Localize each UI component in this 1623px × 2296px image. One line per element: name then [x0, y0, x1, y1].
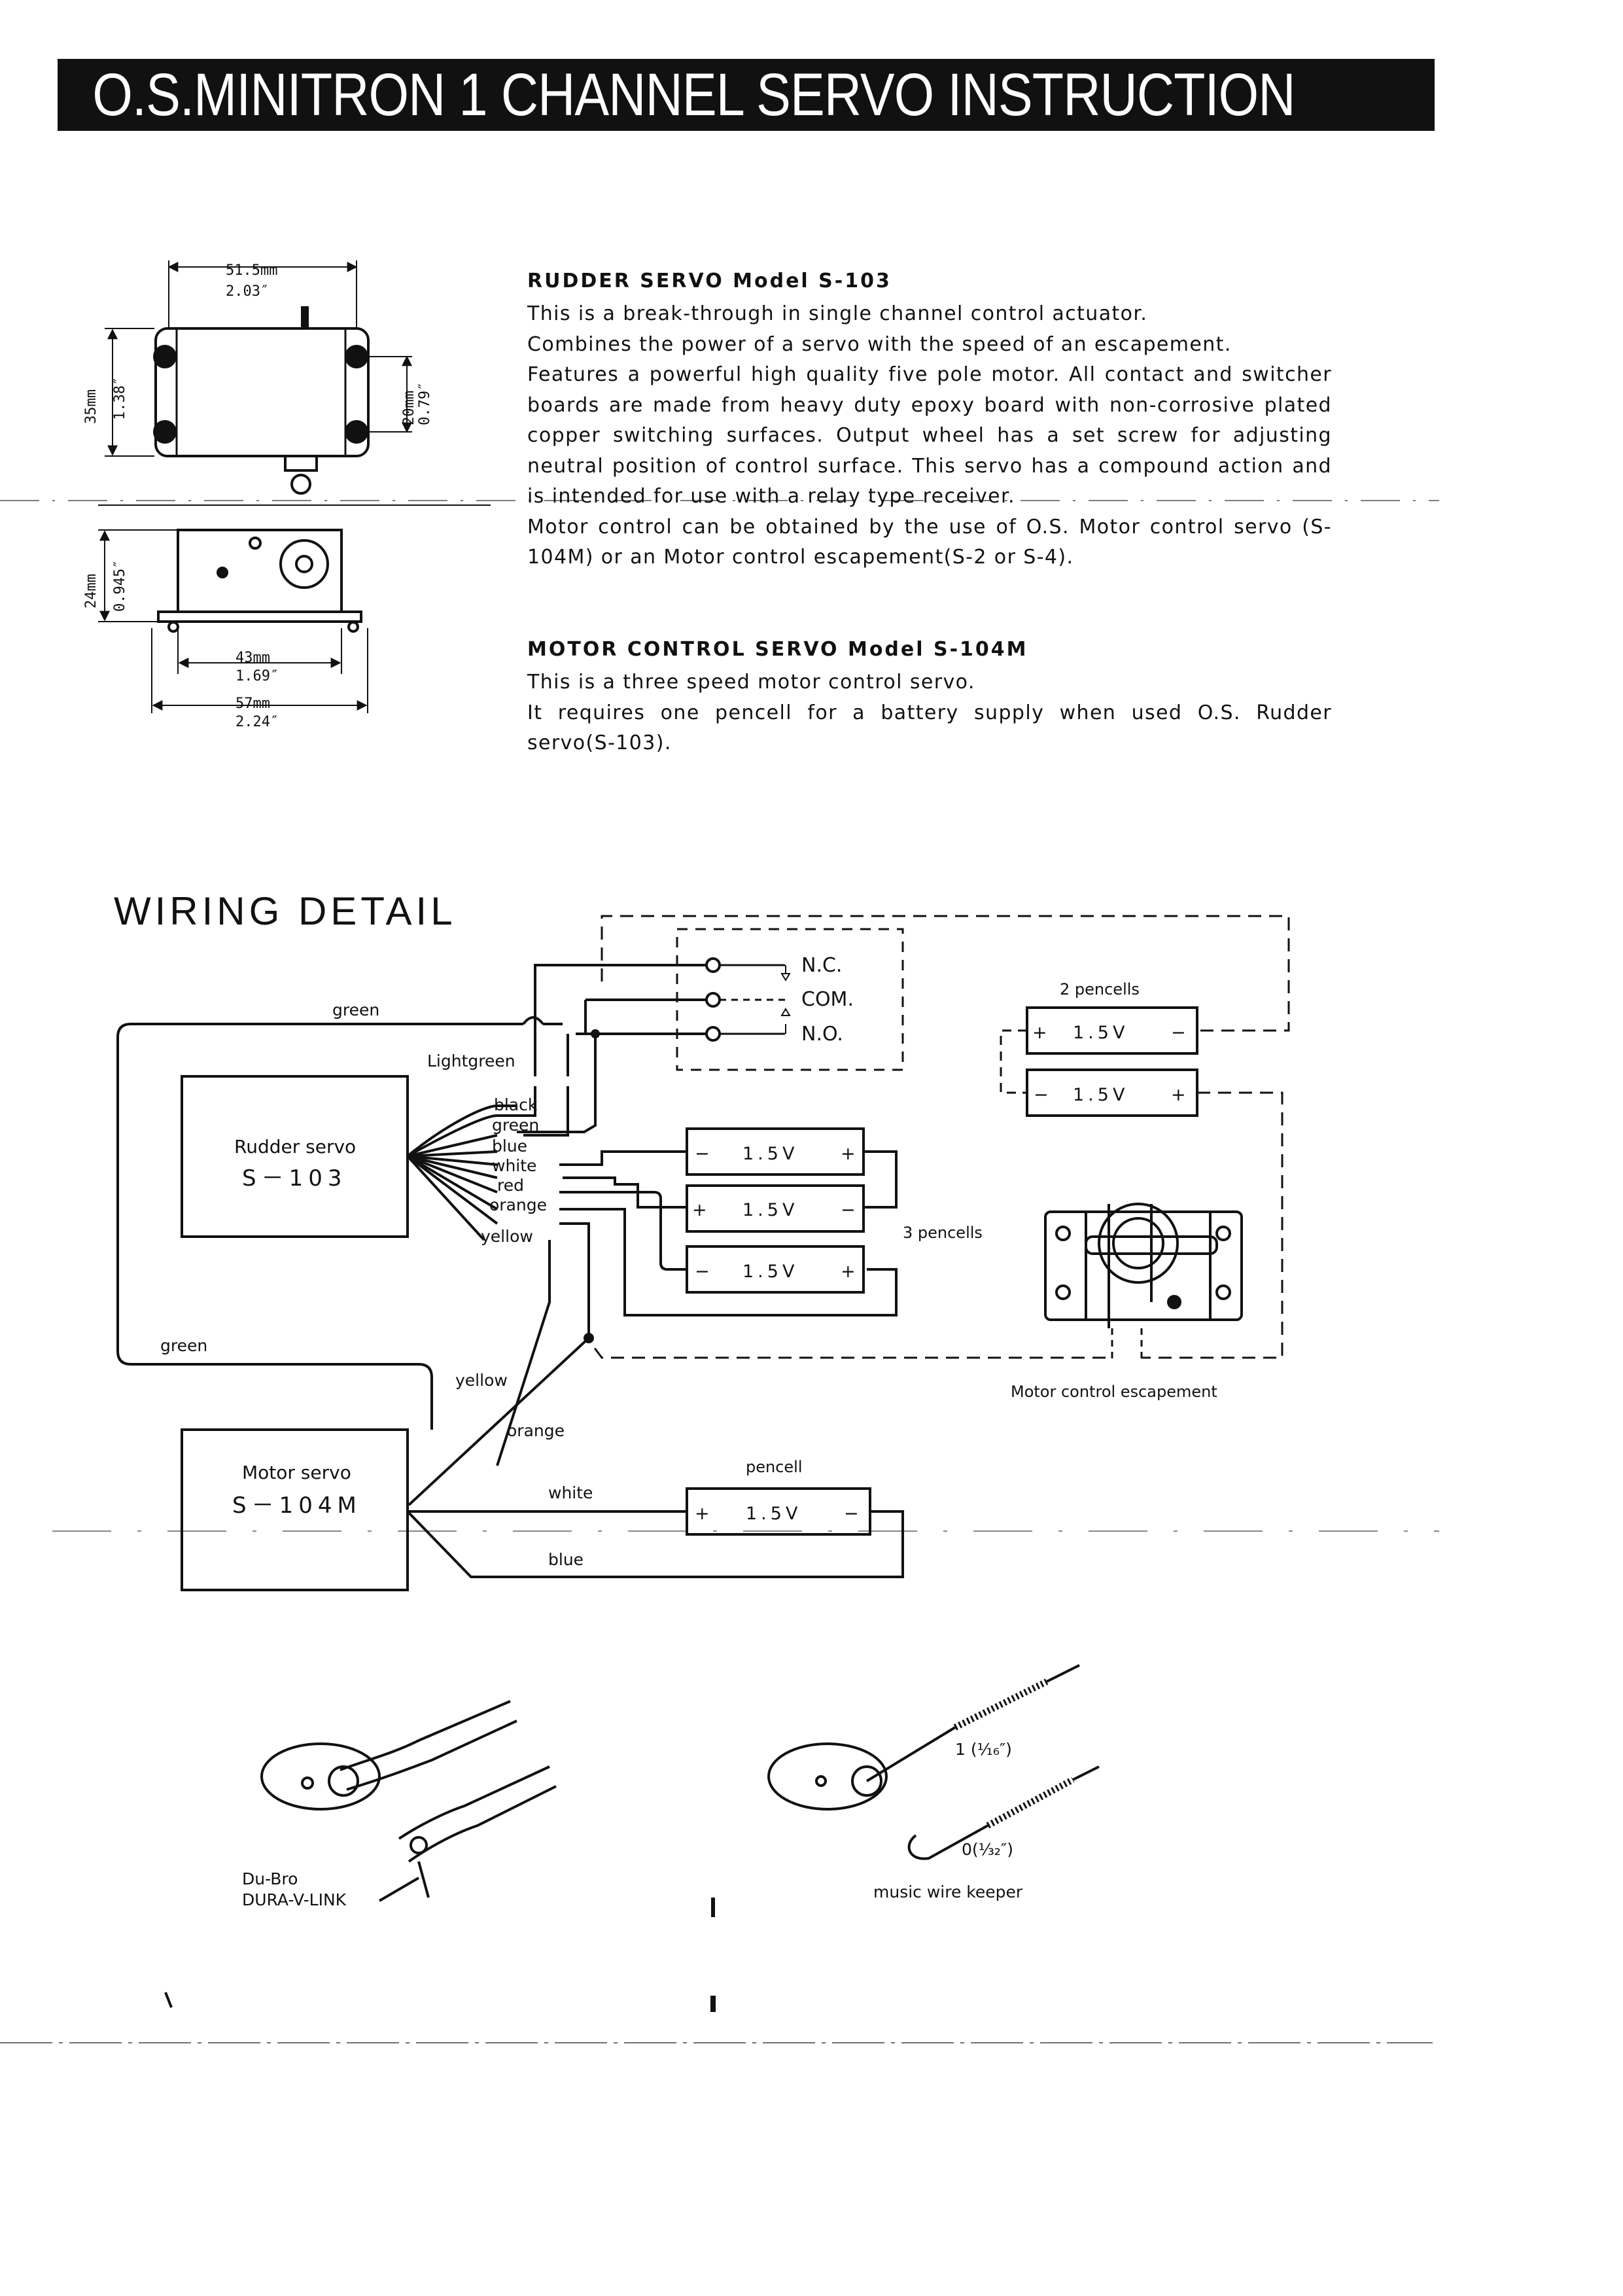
svg-text:−: − [695, 1144, 714, 1164]
svg-text:−: − [841, 1200, 860, 1220]
svg-text:+: + [841, 1144, 860, 1164]
dim-width-mm: 51.5mm [226, 262, 277, 279]
cell-voltage: 1.5V [1073, 1023, 1128, 1043]
wire-orange: orange [489, 1195, 547, 1214]
cell-3-3: − 1.5V + [695, 1262, 860, 1282]
servo-top-view [105, 260, 412, 495]
two-pencells-label: 2 pencells [1060, 980, 1140, 998]
dubro-link-drawing [260, 1700, 557, 1902]
pencell-label: pencell [746, 1458, 803, 1476]
relay-com: COM. [801, 988, 854, 1011]
motor-heading: MOTOR CONTROL SERVO Model S-104M [527, 638, 1028, 661]
cell-voltage: 1.5V [742, 1200, 798, 1220]
cell-motor: + 1.5V − [695, 1504, 863, 1524]
wire-yellow-mid: yellow [455, 1371, 508, 1390]
rudder-body: This is a break-through in single channe… [527, 302, 1332, 569]
dim-base-mm: 43mm [236, 650, 270, 666]
dim-height-in: 1.38″ [112, 377, 128, 420]
svg-text:+: + [841, 1262, 860, 1282]
escapement-cell-2 [1026, 1069, 1198, 1117]
dim-total-in: 2.24″ [236, 714, 279, 730]
wiring-diagram [116, 915, 1290, 1591]
cell-3-1: − 1.5V + [695, 1144, 860, 1164]
motor-servo-box [181, 1428, 409, 1591]
cell-3-2: + 1.5V − [692, 1200, 860, 1220]
escapement-drawing [1044, 1203, 1243, 1328]
dim-mount-in: 0.79″ [417, 382, 433, 425]
dim-side-mm: 24mm [83, 574, 99, 609]
wire-green-left: green [160, 1336, 207, 1355]
motor-section: MOTOR CONTROL SERVO Model S-104M This is… [527, 638, 1332, 759]
motor-servo-label: Motor servo [242, 1462, 351, 1483]
dim-mount-mm: 20mm [401, 391, 417, 425]
svg-text:−: − [695, 1262, 714, 1282]
servo-side-view [98, 504, 491, 713]
dim-total-mm: 57mm [236, 696, 270, 712]
motor-servo-model: S－104M [232, 1492, 362, 1519]
svg-text:+: + [692, 1200, 711, 1220]
rudder-servo-label: Rudder servo [234, 1136, 356, 1157]
escapement-label: Motor control escapement [1011, 1383, 1217, 1401]
motor-body: This is a three speed motor control serv… [527, 671, 1332, 754]
wire-green-top: green [332, 1000, 379, 1019]
dim-width-in: 2.03″ [226, 283, 269, 300]
page-title: O.S.MINITRON 1 CHANNEL SERVO INSTRUCTION [92, 61, 1295, 128]
dim-base-in: 1.69″ [236, 668, 279, 684]
music-wire-keeper-drawing [767, 1664, 1100, 1860]
svg-text:−: − [844, 1504, 863, 1524]
wire-orange-mid: orange [507, 1421, 565, 1440]
svg-text:+: + [1171, 1085, 1190, 1105]
dubro-link-label: DURA-V-LINK [242, 1890, 347, 1909]
wire-black: black [494, 1095, 538, 1114]
three-pencells-label: 3 pencells [903, 1224, 983, 1242]
motor-cell [686, 1487, 871, 1536]
wire-white: white [492, 1156, 536, 1175]
keeper-size-1: 1 (⅟₁₆″) [955, 1740, 1012, 1759]
keeper-label: music wire keeper [873, 1882, 1023, 1901]
cell-voltage: 1.5V [742, 1262, 798, 1282]
dim-height-mm: 35mm [83, 389, 99, 424]
svg-text:+: + [695, 1504, 714, 1524]
rudder-servo-model: S－103 [242, 1165, 347, 1192]
wire-blue: blue [492, 1137, 527, 1156]
wire-blue-motor: blue [548, 1550, 584, 1569]
wire-yellow: yellow [481, 1227, 533, 1246]
wire-white-motor: white [548, 1483, 593, 1502]
escapement-cell-1 [1026, 1006, 1198, 1055]
dubro-label: Du-Bro [242, 1869, 298, 1888]
cell-voltage: 1.5V [742, 1144, 798, 1164]
cell-voltage: 1.5V [746, 1504, 801, 1524]
svg-text:−: − [1034, 1085, 1053, 1105]
wire-green: green [492, 1116, 539, 1135]
cell-2-2: − 1.5V + [1034, 1085, 1190, 1105]
keeper-size-0: 0(⅟₃₂″) [962, 1840, 1013, 1859]
title-bar: O.S.MINITRON 1 CHANNEL SERVO INSTRUCTION [58, 59, 1435, 131]
wire-lightgreen: Lightgreen [427, 1051, 515, 1070]
relay-nc: N.C. [801, 954, 842, 977]
dim-side-in: 0.945″ [112, 560, 128, 612]
rudder-heading: RUDDER SERVO Model S-103 [527, 270, 892, 292]
cell-voltage: 1.5V [1073, 1085, 1128, 1105]
wire-red: red [497, 1176, 524, 1195]
svg-text:−: − [1171, 1023, 1190, 1043]
wiring-title: WIRING DETAIL [114, 889, 457, 933]
rudder-section: RUDDER SERVO Model S-103 This is a break… [527, 270, 1332, 573]
relay-no: N.O. [801, 1023, 843, 1046]
cell-2-1: + 1.5V − [1032, 1023, 1190, 1043]
relay-box [676, 928, 904, 1071]
svg-text:+: + [1032, 1023, 1051, 1043]
